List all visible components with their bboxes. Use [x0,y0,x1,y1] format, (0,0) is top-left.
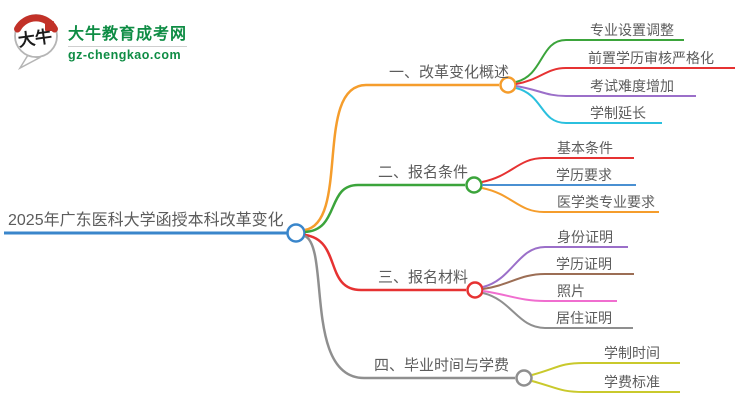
root-node-circle [286,223,306,243]
branch1-child4-line [515,87,662,124]
branch1-child2-label: 前置学历审核严格化 [588,50,714,66]
branch2-line [304,183,465,234]
branch3-child2-line [482,273,634,290]
branch4-child1-label: 学制时间 [604,345,660,361]
branch2-child3-label: 医学类专业要求 [557,194,655,210]
branch2-child3-line [481,187,659,213]
branch2-node-circle [465,176,483,194]
branch4-child2-label: 学费标准 [604,374,660,390]
branch1-child1-label: 专业设置调整 [590,22,674,38]
site-logo: 大牛 大牛教育成考网 gz-chengkao.com [12,12,188,70]
branch2-child2-label: 学历要求 [556,167,612,183]
logo-text-block: 大牛教育成考网 gz-chengkao.com [68,20,188,62]
branch3-child1-label: 身份证明 [557,229,613,245]
branch4-child1-line [531,362,680,376]
branch2-label: 二、报名条件 [378,164,469,181]
branch1-child3-label: 考试难度增加 [590,78,674,94]
logo-seal [45,21,54,31]
branch4-child2-line [531,380,680,393]
branch4-label: 四、毕业时间与学费 [374,357,510,374]
branch2-child1-line [481,157,634,183]
branch3-child2-label: 学历证明 [556,256,612,272]
branch3-child4-label: 居住证明 [556,310,612,326]
branch3-child3-line [482,290,617,302]
branch3-child1-line [482,246,628,288]
branch4-node-circle [515,369,533,387]
logo-bubble-icon: 大牛 [14,14,58,70]
branch3-node-circle [466,281,484,299]
branch3-line [304,233,466,292]
branch3-child3-label: 照片 [557,283,585,299]
branch1-label: 一、改革变化概述 [389,64,510,81]
branch1-child1-line [515,39,684,83]
site-name: 大牛教育成考网 [68,20,188,47]
branch1-child4-label: 学制延长 [590,105,646,121]
logo-bubble-text: 大牛 [17,26,53,51]
branch1-child2-line [515,67,735,85]
branch1-node-circle [499,76,517,94]
branch1-line [304,83,499,232]
root-topic-label: 2025年广东医科大学函授本科改革变化 [8,212,284,229]
branch1-child3-line [515,85,696,97]
branch4-line [304,234,515,380]
branch3-label: 三、报名材料 [378,269,469,286]
site-url: gz-chengkao.com [68,48,182,62]
branch2-child1-label: 基本条件 [557,140,613,156]
branch3-child4-line [482,292,633,329]
